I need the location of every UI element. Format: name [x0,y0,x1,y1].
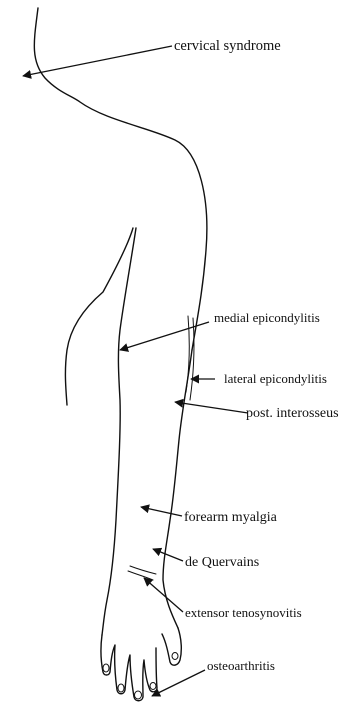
neck-shoulder-contour [34,8,207,350]
leader-lines [23,46,248,696]
lateral-epicondyle-line-a [186,316,189,392]
nail-thumb [172,653,178,660]
medial-epicondylitis-arrow [120,322,209,350]
nail-middle [118,684,124,692]
forearm-medial-contour [102,228,136,635]
osteoarthritis-arrow [152,670,205,696]
label-cervical-syndrome: cervical syndrome [174,38,281,54]
nail-ring [135,691,142,699]
label-forearm-myalgia: forearm myalgia [184,510,278,525]
post-interosseus-arrow [175,402,248,413]
nail-index [103,664,109,672]
cervical-syndrome-arrow [23,46,172,76]
label-post-interosseus: post. interosseus [246,406,339,421]
forearm-lateral-contour [163,350,192,628]
label-extensor-tenosynovitis: extensor tenosynovitis [185,605,302,620]
label-medial-epicondylitis: medial epicondylitis [214,310,320,325]
upper-arm-inner-contour [65,228,133,405]
nail-little [150,683,156,690]
label-de-quervains: de Quervains [185,555,259,570]
de-quervains-arrow [153,549,183,561]
thumb-outline [162,628,181,665]
labels: cervical syndrome medial epicondylitis l… [174,38,339,673]
label-osteoarthritis: osteoarthritis [207,658,275,673]
arm-outline [34,8,207,701]
forearm-myalgia-arrow [141,507,182,516]
label-lateral-epicondylitis: lateral epicondylitis [224,371,327,386]
